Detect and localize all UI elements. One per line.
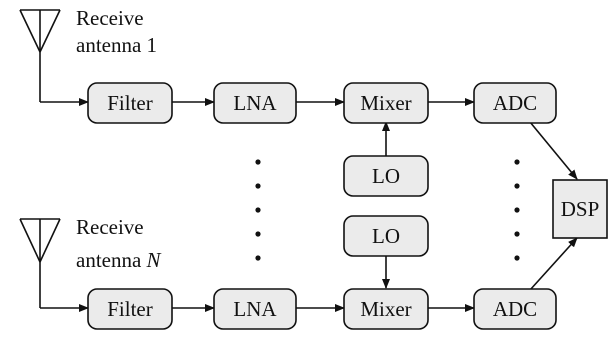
mixer-block-top: Mixer bbox=[343, 82, 429, 124]
antenna-1-label-line2: antenna 1 bbox=[76, 33, 157, 57]
antenna-n-icon bbox=[19, 218, 61, 308]
ellipsis-dots-adc-column bbox=[514, 159, 520, 261]
antenna-1-icon bbox=[19, 9, 61, 102]
lna-block-top: LNA bbox=[213, 82, 297, 124]
wire-adc-dsp-bottom bbox=[529, 237, 578, 291]
filter-label-top: Filter bbox=[107, 91, 153, 115]
lna-label-bottom: LNA bbox=[233, 297, 277, 321]
ellipsis-dots-lna-column bbox=[255, 159, 261, 261]
lna-label-top: LNA bbox=[233, 91, 277, 115]
antenna-n-label-line2: antenna N bbox=[76, 248, 162, 272]
adc-label-top: ADC bbox=[493, 91, 537, 115]
mixer-label-bottom: Mixer bbox=[360, 297, 411, 321]
lo-block-bottom: LO bbox=[343, 215, 429, 257]
lo-label-bottom: LO bbox=[372, 224, 400, 248]
mixer-label-top: Mixer bbox=[360, 91, 411, 115]
adc-label-bottom: ADC bbox=[493, 297, 537, 321]
lo-label-top: LO bbox=[372, 164, 400, 188]
wire-adc-dsp-top bbox=[529, 121, 578, 180]
mixer-block-bottom: Mixer bbox=[343, 288, 429, 330]
adc-block-top: ADC bbox=[473, 82, 557, 124]
lna-block-bottom: LNA bbox=[213, 288, 297, 330]
antenna-n-label-line1: Receive bbox=[76, 215, 144, 239]
filter-block-bottom: Filter bbox=[87, 288, 173, 330]
dsp-label: DSP bbox=[561, 197, 600, 221]
filter-block-top: Filter bbox=[87, 82, 173, 124]
filter-label-bottom: Filter bbox=[107, 297, 153, 321]
antenna-1-label-line1: Receive bbox=[76, 6, 144, 30]
adc-block-bottom: ADC bbox=[473, 288, 557, 330]
lo-block-top: LO bbox=[343, 155, 429, 197]
dsp-block: DSP bbox=[552, 179, 608, 239]
